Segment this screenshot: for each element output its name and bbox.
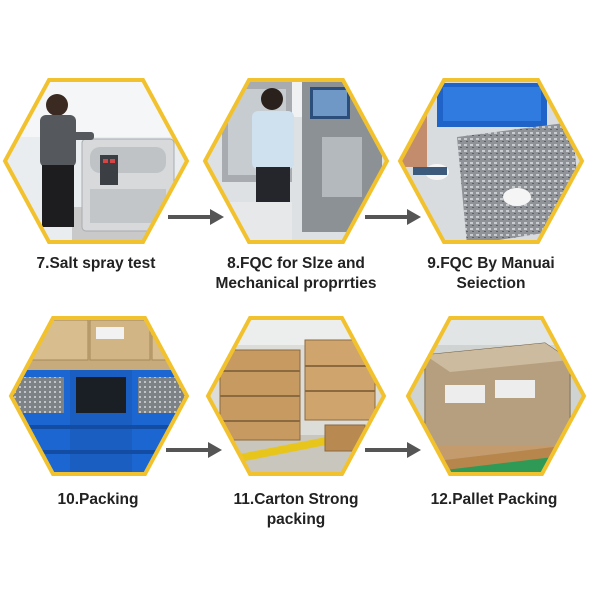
step-9-caption-line-2: Seiection bbox=[456, 275, 526, 292]
arrow-step-10-to-11 bbox=[166, 442, 222, 458]
step-11-caption-line-2: packing bbox=[266, 511, 326, 528]
step-10-caption: 10.Packing bbox=[2, 490, 194, 510]
step-7-photo-hexagon bbox=[2, 78, 190, 244]
arrow-step-7-to-8 bbox=[168, 209, 224, 225]
step-9-photo-hexagon bbox=[397, 78, 585, 244]
step-11-caption-line-1: 11.Carton Strong bbox=[233, 491, 359, 508]
step-8-caption: 8.FQC for Slze and Mechanical proprrties bbox=[198, 254, 394, 294]
step-7-caption: 7.Salt spray test bbox=[0, 254, 192, 274]
step-10-photo-hexagon bbox=[8, 316, 190, 476]
step-12-caption-line-1: 12.Pallet Packing bbox=[430, 491, 558, 508]
step-12-caption: 12.Pallet Packing bbox=[396, 490, 592, 510]
step-11-photo-hexagon bbox=[205, 316, 387, 476]
step-8-caption-line-1: 8.FQC for Slze and bbox=[227, 255, 365, 272]
step-9-caption-line-1: 9.FQC By Manuai bbox=[427, 255, 555, 272]
arrow-step-8-to-9 bbox=[365, 209, 421, 225]
step-8-caption-line-2: Mechanical proprrties bbox=[215, 275, 377, 292]
step-12-photo-hexagon bbox=[405, 316, 587, 476]
step-11-caption: 11.Carton Strong packing bbox=[198, 490, 394, 530]
arrow-step-11-to-12 bbox=[365, 442, 421, 458]
step-10-caption-line-1: 10.Packing bbox=[57, 491, 139, 508]
step-9-caption: 9.FQC By Manuai Seiection bbox=[393, 254, 589, 294]
step-7-caption-line-1: 7.Salt spray test bbox=[36, 255, 156, 272]
step-8-photo-hexagon bbox=[202, 78, 390, 244]
